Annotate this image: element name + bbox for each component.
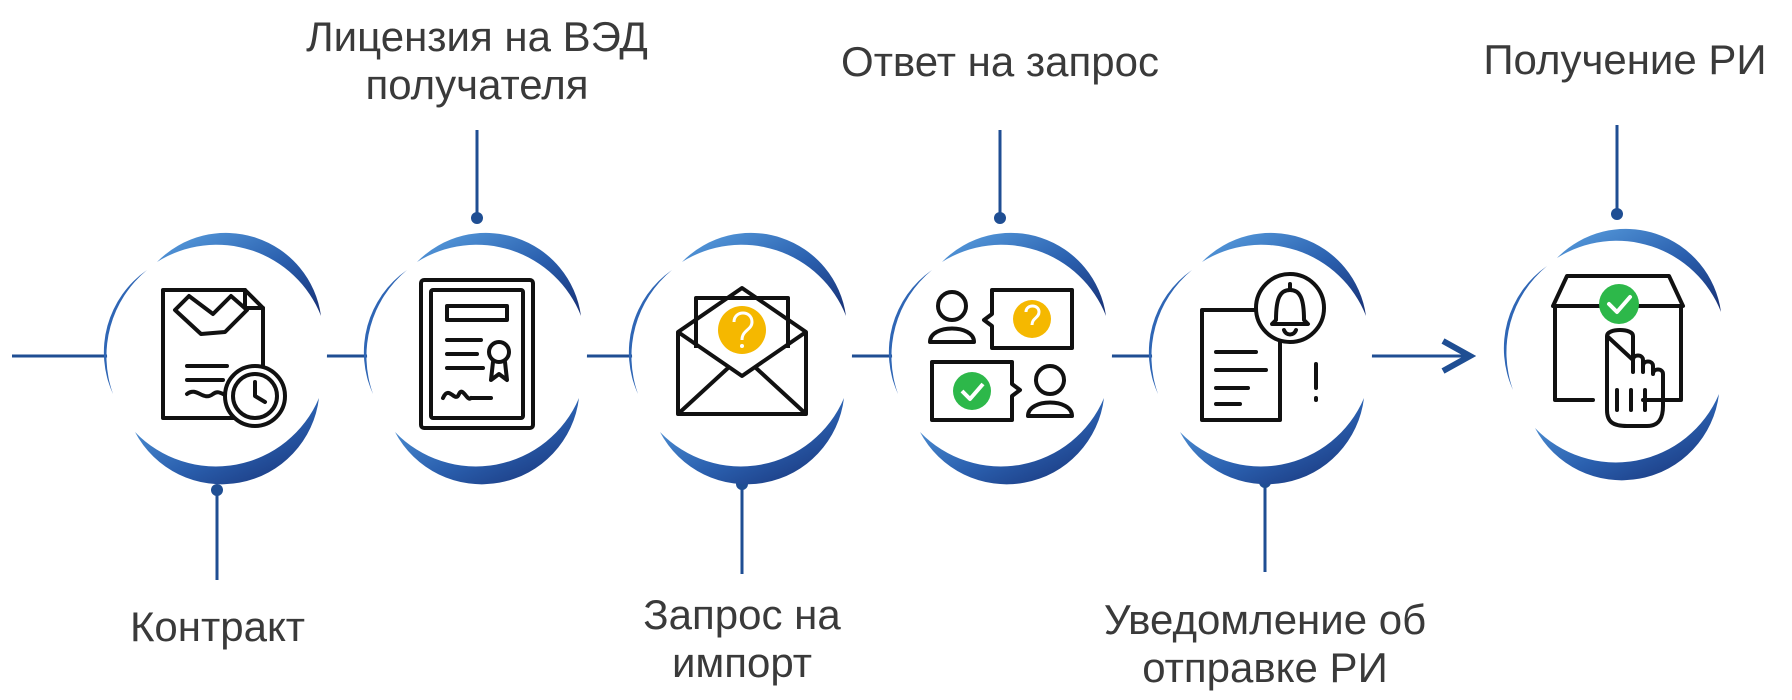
step-license-node [363, 232, 587, 485]
envelope-question-icon [676, 286, 808, 416]
step-notification-node [1148, 232, 1372, 485]
connector-contract [211, 484, 223, 580]
connector-license [471, 130, 483, 224]
step-receipt-node [1503, 228, 1727, 481]
label-answer: Ответ на запрос [841, 38, 1159, 85]
label-license: Лицензия на ВЭД получателя [306, 13, 648, 108]
box-check-hand-icon [1551, 274, 1685, 428]
step-request-node [628, 232, 852, 485]
label-request: Запрос на импорт [643, 591, 841, 686]
certificate-icon [419, 278, 535, 430]
connector-receipt [1611, 125, 1623, 220]
contract-handshake-icon [161, 288, 287, 428]
label-notification: Уведомление об отправке РИ [1103, 596, 1427, 691]
connector-notification [1259, 476, 1271, 572]
step-answer-node [888, 232, 1112, 485]
document-bell-icon [1200, 272, 1326, 422]
connector-request [736, 478, 748, 574]
label-receipt: Получение РИ [1483, 36, 1767, 83]
label-contract: Контракт [129, 603, 306, 650]
chat-answer-icon [928, 288, 1074, 422]
step-contract-node [103, 232, 327, 485]
connector-answer [994, 130, 1006, 224]
